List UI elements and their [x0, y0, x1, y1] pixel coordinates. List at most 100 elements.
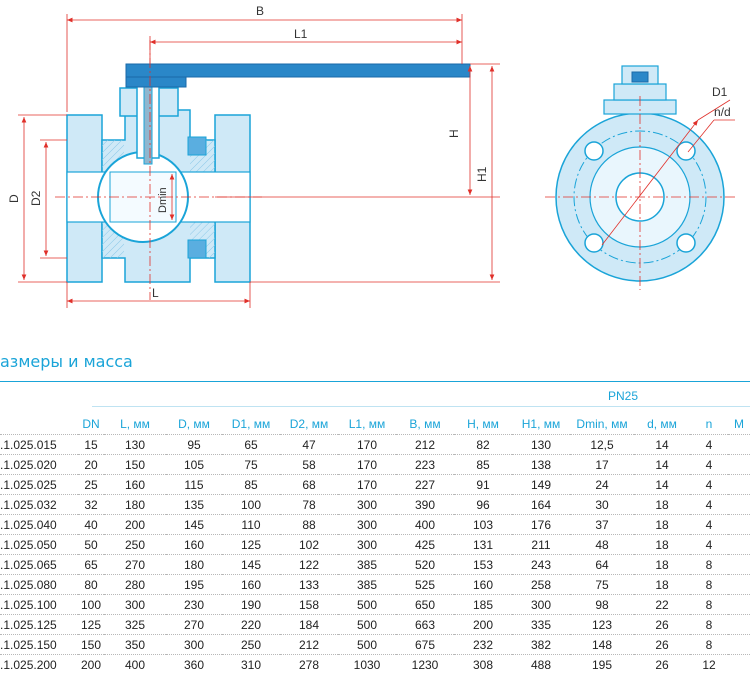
- table-cell: 170: [338, 434, 396, 455]
- table-cell: 385: [338, 574, 396, 595]
- article-code-cell: .1.025.020: [0, 454, 78, 475]
- table-cell: [728, 594, 750, 615]
- table-cell: [728, 554, 750, 575]
- table-cell: 14: [634, 474, 690, 495]
- table-cell: 91: [454, 474, 512, 495]
- table-cell: 220: [222, 614, 280, 635]
- table-cell: 130: [512, 434, 570, 455]
- table-cell: 4: [690, 494, 728, 515]
- table-cell: 230: [166, 594, 222, 615]
- table-cell: 258: [512, 574, 570, 595]
- header-l1: L1, мм: [348, 417, 386, 431]
- table-cell: [728, 434, 750, 455]
- section-title: азмеры и масса: [0, 352, 133, 371]
- front-dimension-labels: D1 n/d: [712, 85, 731, 119]
- table-cell: 50: [78, 534, 104, 555]
- table-cell: 82: [454, 434, 512, 455]
- table-cell: 212: [280, 634, 338, 655]
- table-cell: 98: [570, 594, 634, 615]
- table-cell: [728, 614, 750, 635]
- table-cell: 100: [222, 494, 280, 515]
- table-cell: 18: [634, 574, 690, 595]
- table-cell: 125: [222, 534, 280, 555]
- table-cell: 310: [222, 654, 280, 674]
- table-cell: 4: [690, 514, 728, 535]
- table-cell: 130: [104, 434, 166, 455]
- table-cell: 300: [338, 534, 396, 555]
- table-cell: 75: [222, 454, 280, 475]
- table-cell: 385: [338, 554, 396, 575]
- table-cell: 135: [166, 494, 222, 515]
- table-cell: 488: [512, 654, 570, 674]
- table-cell: 300: [338, 494, 396, 515]
- side-dimensions: [18, 14, 500, 308]
- header-h1: H1, мм: [521, 417, 561, 431]
- table-cell: 145: [166, 514, 222, 535]
- label-B: B: [256, 4, 264, 18]
- table-cell: 24: [570, 474, 634, 495]
- table-cell: 250: [222, 634, 280, 655]
- table-cell: 180: [104, 494, 166, 515]
- article-code-cell: .1.025.032: [0, 494, 78, 515]
- table-cell: 100: [78, 594, 104, 615]
- table-cell: 184: [280, 614, 338, 635]
- dimensions-table: DN L, мм D, мм D1, мм D2, мм L1, мм B, м…: [0, 414, 750, 674]
- table-cell: 4: [690, 474, 728, 495]
- table-cell: 150: [78, 634, 104, 655]
- side-view: [55, 40, 471, 300]
- table-cell: 1030: [338, 654, 396, 674]
- table-cell: 170: [338, 454, 396, 475]
- header-b: B, мм: [409, 417, 441, 431]
- table-cell: [728, 574, 750, 595]
- table-cell: 195: [570, 654, 634, 674]
- table-cell: 8: [690, 574, 728, 595]
- table-cell: 26: [634, 634, 690, 655]
- table-cell: 382: [512, 634, 570, 655]
- header-d: D, мм: [178, 417, 210, 431]
- table-cell: 308: [454, 654, 512, 674]
- table-cell: 103: [454, 514, 512, 535]
- table-cell: [728, 514, 750, 535]
- table-cell: 122: [280, 554, 338, 575]
- table-cell: 500: [338, 634, 396, 655]
- table-cell: 160: [166, 534, 222, 555]
- article-code-cell: .1.025.100: [0, 594, 78, 615]
- table-cell: 22: [634, 594, 690, 615]
- label-L1: L1: [294, 27, 308, 41]
- table-cell: 102: [280, 534, 338, 555]
- table-cell: 65: [78, 554, 104, 575]
- table-cell: [728, 474, 750, 495]
- table-cell: 14: [634, 454, 690, 475]
- header-code: [0, 414, 78, 435]
- table-cell: 350: [104, 634, 166, 655]
- table-cell: 115: [166, 474, 222, 495]
- table-cell: 85: [454, 454, 512, 475]
- pn-divider: [92, 406, 750, 407]
- pn-label: PN25: [608, 389, 639, 403]
- label-L: L: [152, 286, 159, 300]
- label-D2: D2: [29, 190, 43, 206]
- table-cell: 95: [166, 434, 222, 455]
- table-cell: 170: [338, 474, 396, 495]
- table-cell: 105: [166, 454, 222, 475]
- table-cell: 131: [454, 534, 512, 555]
- table-cell: 40: [78, 514, 104, 535]
- header-dmin: Dmin, мм: [576, 417, 628, 431]
- table-cell: 26: [634, 654, 690, 674]
- table-cell: 78: [280, 494, 338, 515]
- table-cell: 110: [222, 514, 280, 535]
- table-cell: 500: [338, 614, 396, 635]
- table-cell: 200: [454, 614, 512, 635]
- table-cell: 243: [512, 554, 570, 575]
- table-cell: 8: [690, 614, 728, 635]
- front-view: [545, 65, 735, 290]
- table-cell: 400: [396, 514, 454, 535]
- table-cell: 12: [690, 654, 728, 674]
